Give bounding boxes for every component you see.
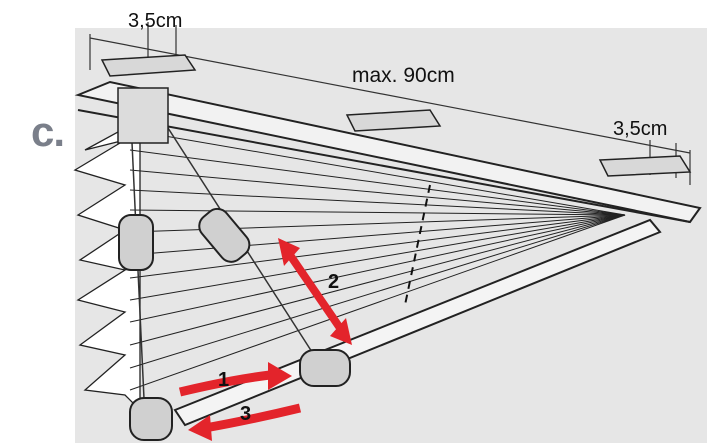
pleat-lines xyxy=(129,129,626,391)
step-number-2: 2 xyxy=(328,271,339,293)
double-arrow-icon xyxy=(286,252,344,331)
right-margin-label: 3,5cm xyxy=(613,118,668,140)
step-number-3: 3 xyxy=(240,403,251,425)
arrow-head-down xyxy=(330,318,352,345)
step-letter: c. xyxy=(31,108,65,155)
bottom-rail xyxy=(173,218,662,427)
curved-arrow-icon xyxy=(178,370,302,433)
fold-line xyxy=(404,184,431,306)
arrow-head-left xyxy=(188,415,212,441)
pleated-fabric xyxy=(73,118,141,412)
arrow-head-right xyxy=(268,362,292,390)
max-width-label: max. 90cm xyxy=(352,64,455,87)
arrow-head-up xyxy=(278,238,300,266)
step-number-1: 1 xyxy=(218,369,229,391)
mounting-bracket-icon xyxy=(100,54,692,177)
headrail-clamp xyxy=(117,87,169,144)
top-rail xyxy=(74,80,702,224)
handle-icon xyxy=(118,207,351,441)
left-margin-label: 3,5cm xyxy=(128,10,183,32)
